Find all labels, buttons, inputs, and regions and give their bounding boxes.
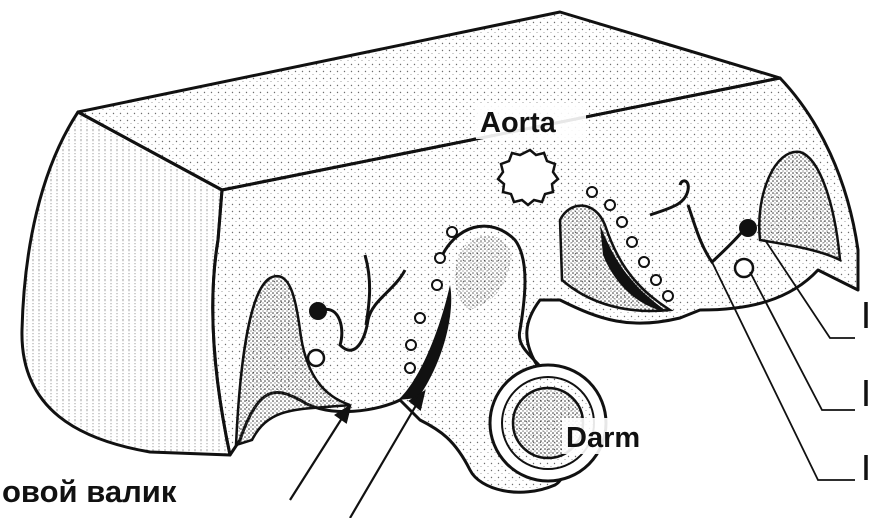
aorta-label: Aorta bbox=[480, 107, 557, 139]
ridge-caption: овой валик bbox=[2, 474, 177, 509]
right-duct-black bbox=[739, 219, 757, 237]
left-duct-black bbox=[309, 302, 327, 320]
left-small-duct bbox=[308, 350, 324, 366]
darm-label: Darm bbox=[566, 422, 640, 454]
